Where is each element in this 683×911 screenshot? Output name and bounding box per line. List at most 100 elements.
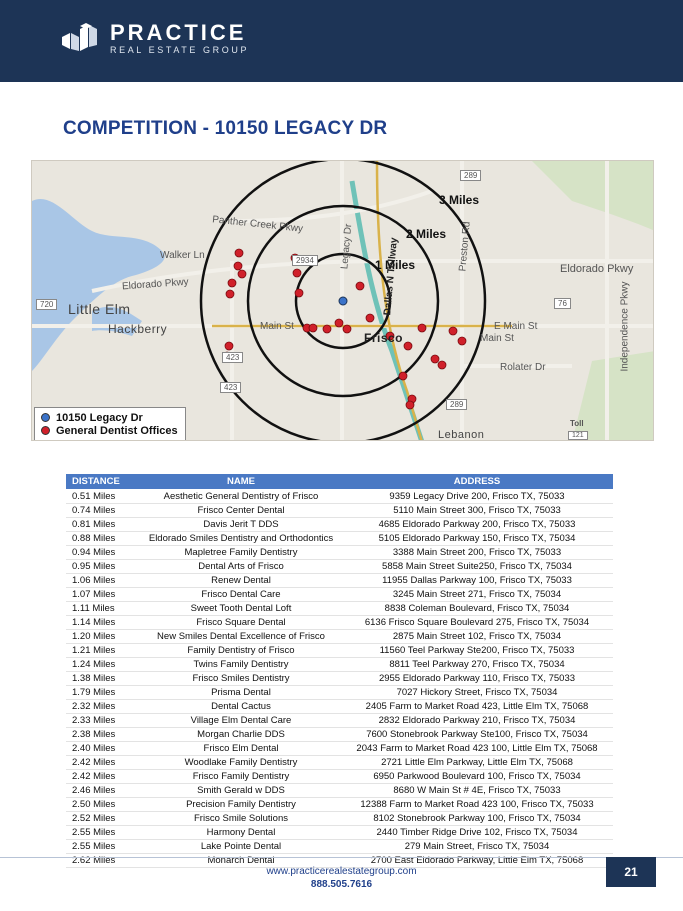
road-panther — [231, 189, 433, 223]
address-cell: 8838 Coleman Boulevard, Frisco TX, 75034 — [341, 601, 613, 616]
dentist-marker — [365, 313, 375, 323]
name-cell: Frisco Center Dental — [141, 503, 341, 518]
dentist-marker — [322, 324, 332, 334]
distance-cell: 1.11 Miles — [66, 601, 141, 616]
address-cell: 2043 Farm to Market Road 423 100, Little… — [341, 741, 613, 756]
name-cell: Aesthetic General Dentistry of Frisco — [141, 489, 341, 504]
address-cell: 7600 Stonebrook Parkway Ste100, Frisco T… — [341, 727, 613, 742]
distance-cell: 1.79 Miles — [66, 685, 141, 700]
address-cell: 2875 Main Street 102, Frisco TX, 75034 — [341, 629, 613, 644]
legend-subject: 10150 Legacy Dr — [41, 411, 179, 424]
distance-cell: 1.07 Miles — [66, 587, 141, 602]
address-cell: 4685 Eldorado Parkway 200, Frisco TX, 75… — [341, 517, 613, 532]
header-name: NAME — [141, 474, 341, 490]
name-cell: Precision Family Dentistry — [141, 797, 341, 812]
dentist-marker — [334, 318, 344, 328]
shield-289-b: 289 — [446, 399, 468, 410]
distance-cell: 1.06 Miles — [66, 573, 141, 588]
subject-marker — [338, 296, 348, 306]
distance-cell: 0.95 Miles — [66, 559, 141, 574]
address-cell: 3245 Main Street 271, Frisco TX, 75034 — [341, 587, 613, 602]
shield-423-b: 423 — [220, 382, 242, 393]
town-hackberry: Hackberry — [108, 322, 168, 336]
logo-mark-icon — [62, 23, 97, 51]
dentist-marker — [405, 400, 415, 410]
name-cell: Dental Cactus — [141, 699, 341, 714]
name-cell: Woodlake Family Dentistry — [141, 755, 341, 770]
competition-map[interactable]: 289 2934 720 423 423 76 289 121 Toll 3 M… — [31, 160, 654, 441]
name-cell: Sweet Tooth Dental Loft — [141, 601, 341, 616]
footer-website[interactable]: www.practicerealestategroup.com — [266, 866, 417, 877]
address-cell: 5858 Main Street Suite250, Frisco TX, 75… — [341, 559, 613, 574]
address-cell: 2832 Eldorado Parkway 210, Frisco TX, 75… — [341, 713, 613, 728]
address-cell: 7027 Hickory Street, Frisco TX, 75034 — [341, 685, 613, 700]
address-cell: 8680 W Main St # 4E, Frisco TX, 75033 — [341, 783, 613, 798]
dentist-marker — [398, 371, 408, 381]
red-dot-icon — [41, 426, 50, 435]
address-cell: 2955 Eldorado Parkway 110, Frisco TX, 75… — [341, 671, 613, 686]
ring-label-1: 1 Miles — [375, 258, 416, 272]
ring-1-miles — [294, 252, 392, 350]
road-label-independence: Independence Pkwy — [619, 281, 631, 372]
ring-label-2: 2 Miles — [406, 227, 447, 241]
address-cell: 6136 Frisco Square Boulevard 275, Frisco… — [341, 615, 613, 630]
shield-76: 76 — [554, 298, 571, 309]
name-cell: Frisco Square Dental — [141, 615, 341, 630]
distance-cell: 0.81 Miles — [66, 517, 141, 532]
road-label-e-main: E Main St — [494, 321, 538, 332]
address-cell: 2700 East Eldorado Parkway, Little Elm T… — [341, 853, 613, 868]
dentist-marker — [417, 323, 427, 333]
distance-cell: 1.14 Miles — [66, 615, 141, 630]
distance-cell: 2.62 Miles — [66, 853, 141, 868]
dentist-marker — [224, 341, 234, 351]
table-header-row: DISTANCE NAME ADDRESS — [66, 474, 613, 490]
distance-cell: 0.94 Miles — [66, 545, 141, 560]
park-area — [532, 161, 653, 231]
brand-logo[interactable]: PRACTICE REAL ESTATE GROUP — [60, 22, 249, 56]
distance-cell: 1.24 Miles — [66, 657, 141, 672]
name-cell: Morgan Charlie DDS — [141, 727, 341, 742]
distance-cell: 1.21 Miles — [66, 643, 141, 658]
name-cell: Frisco Smiles Dentistry — [141, 671, 341, 686]
town-lebanon: Lebanon — [438, 429, 485, 441]
park-area-2 — [572, 351, 653, 440]
road-label-rolater: Rolater Dr — [500, 362, 546, 373]
blue-dot-icon — [41, 413, 50, 422]
header-distance: DISTANCE — [66, 474, 141, 490]
name-cell: Frisco Elm Dental — [141, 741, 341, 756]
address-cell: 3388 Main Street 200, Frisco TX, 75033 — [341, 545, 613, 560]
name-cell: Monarch Dental — [141, 853, 341, 868]
dentist-marker — [457, 336, 467, 346]
road-label-eldorado-e: Eldorado Pkwy — [560, 263, 634, 275]
name-cell: Dental Arts of Frisco — [141, 559, 341, 574]
dentist-marker — [355, 281, 365, 291]
distance-cell: 2.33 Miles — [66, 713, 141, 728]
footer-phone: 888.505.7616 — [310, 879, 373, 890]
town-little-elm: Little Elm — [68, 301, 131, 317]
shield-720: 720 — [36, 299, 58, 310]
name-cell: Davis Jerit T DDS — [141, 517, 341, 532]
name-cell: Harmony Dental — [141, 825, 341, 840]
dentist-marker — [225, 289, 235, 299]
distance-cell: 0.74 Miles — [66, 503, 141, 518]
footer-divider — [0, 857, 683, 858]
distance-cell: 2.50 Miles — [66, 797, 141, 812]
